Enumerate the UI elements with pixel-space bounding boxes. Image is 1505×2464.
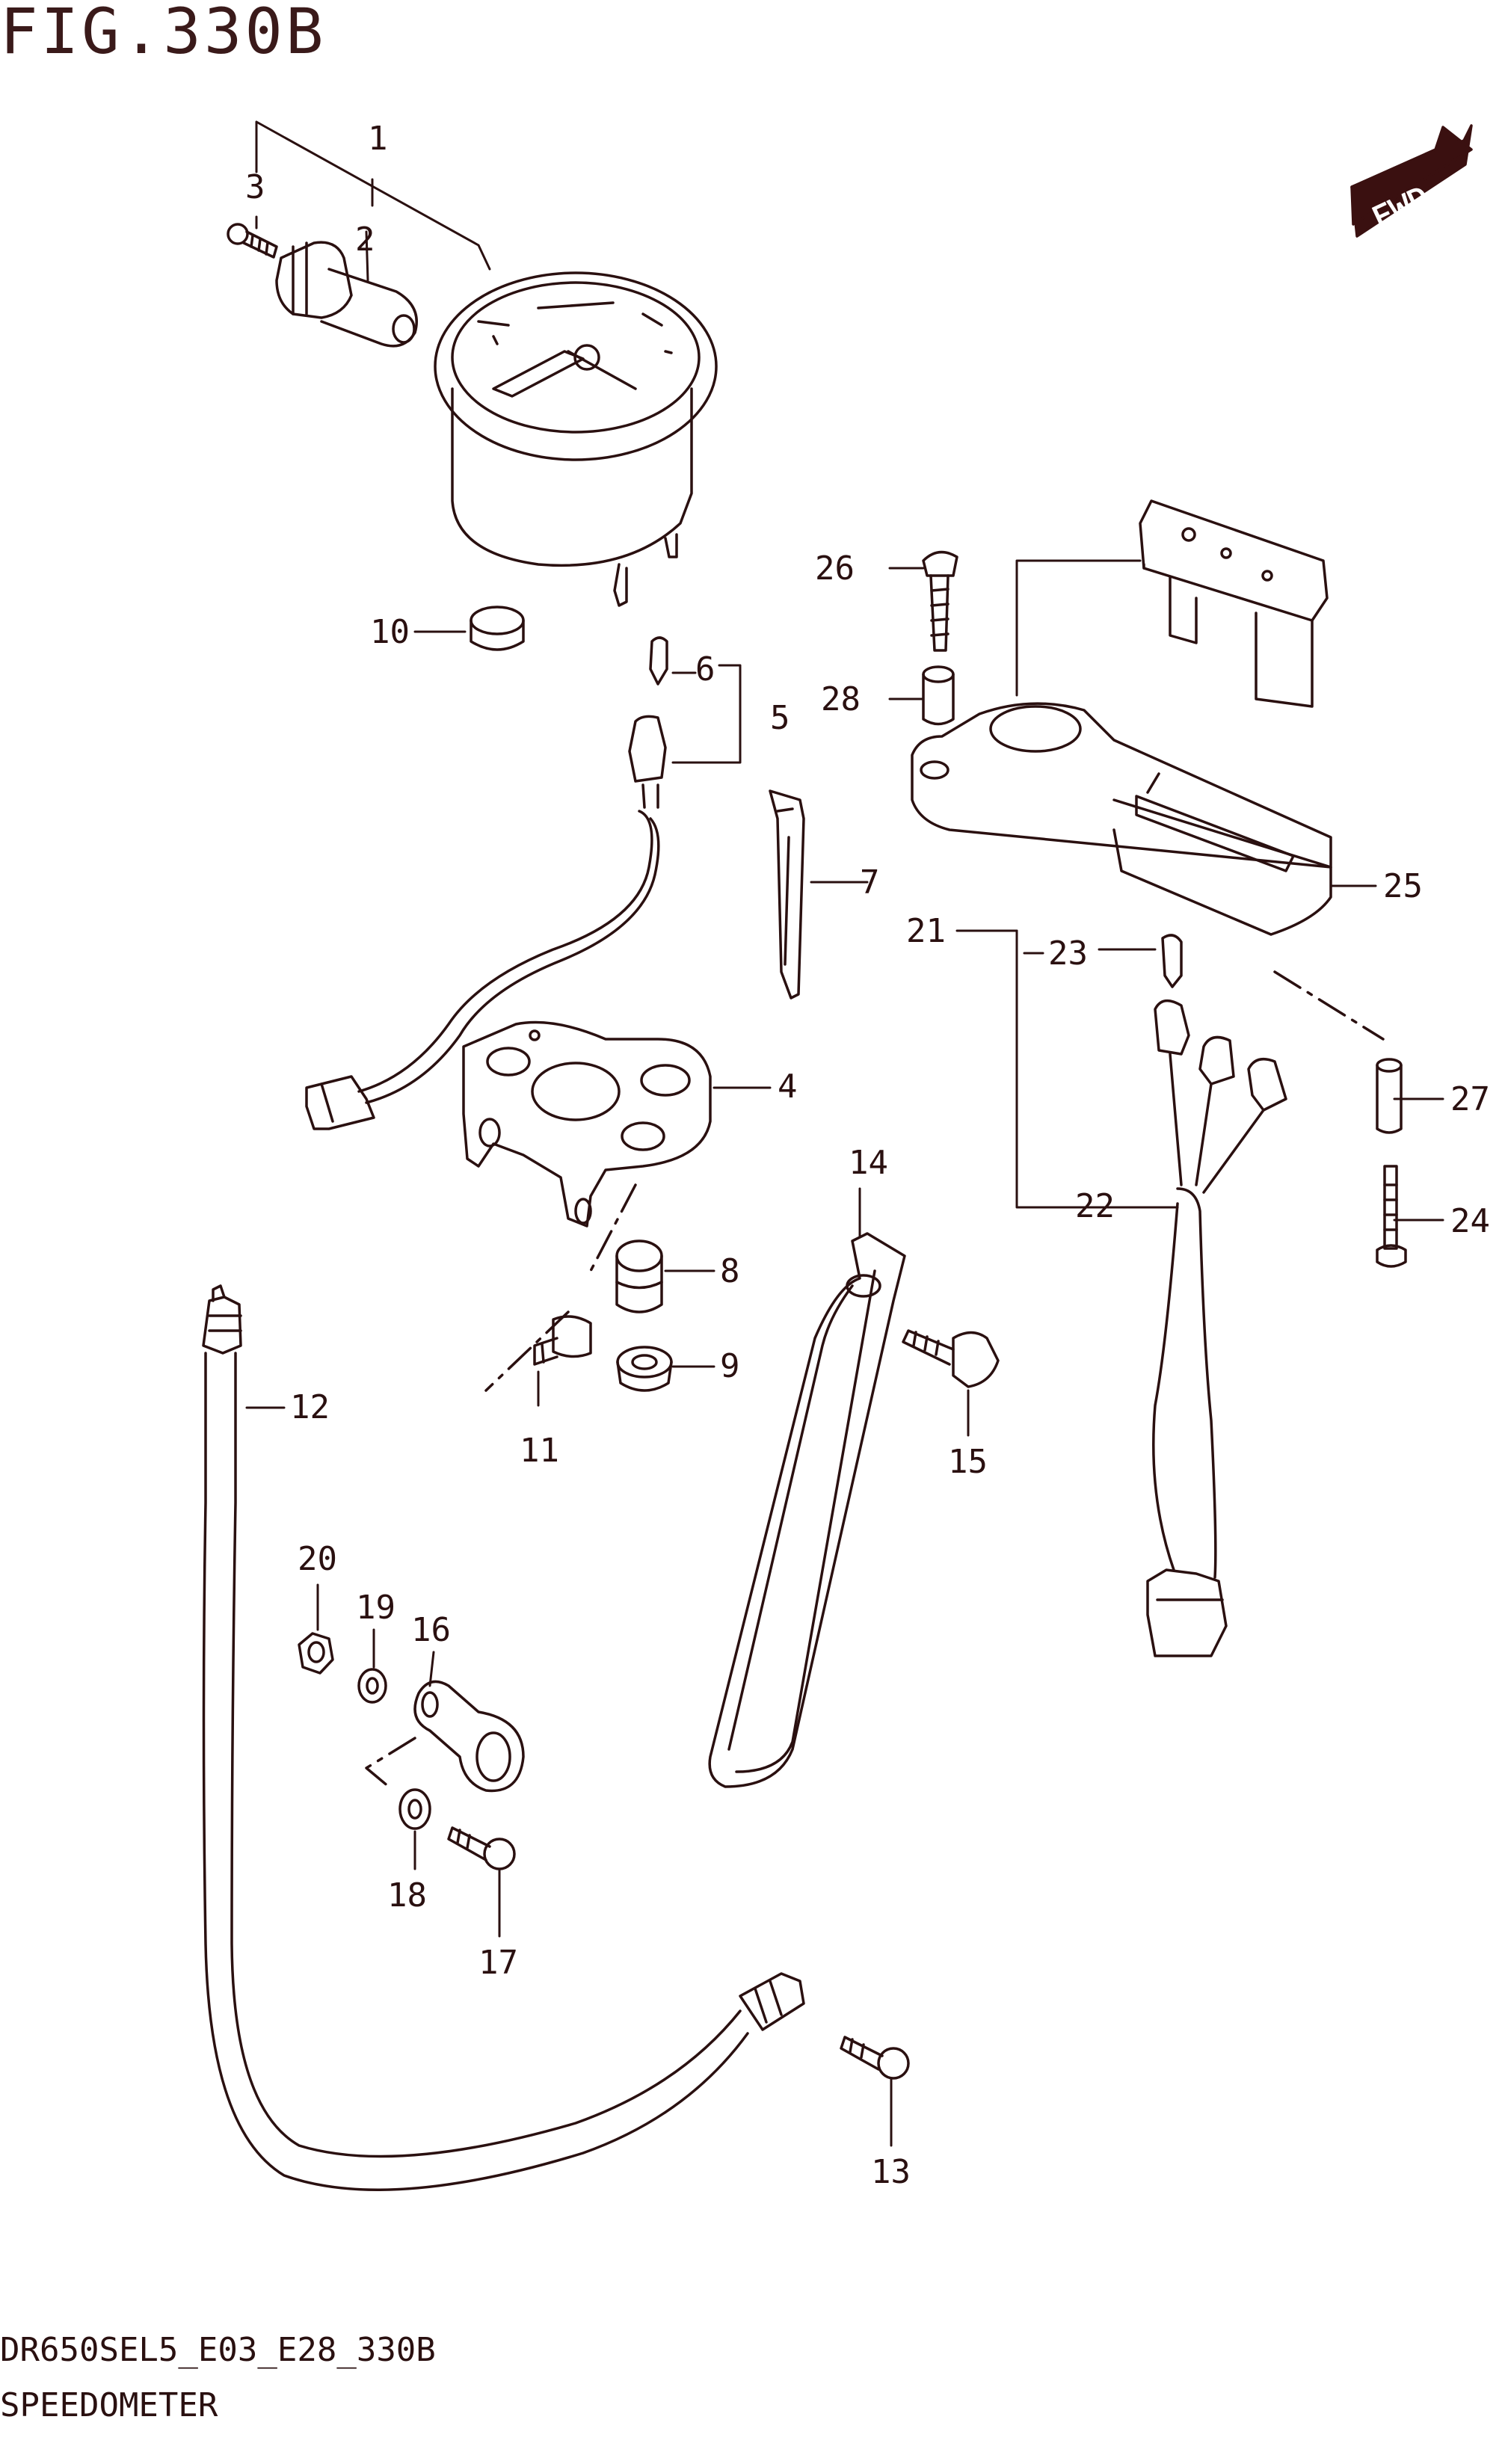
callout-13: 13 bbox=[871, 2153, 911, 2191]
screw-part bbox=[227, 223, 278, 259]
bulb-part bbox=[649, 636, 668, 686]
indicator-housing-part bbox=[911, 702, 1332, 936]
cable-screw-part bbox=[840, 2036, 910, 2080]
callout-20: 20 bbox=[298, 1540, 337, 1578]
callout-5: 5 bbox=[770, 699, 790, 737]
leader-dashdot-right bbox=[1273, 970, 1385, 1041]
callout-25: 25 bbox=[1383, 867, 1423, 905]
callout-numbers: 1 2 3 4 5 6 7 8 9 10 11 12 13 14 15 16 1… bbox=[245, 120, 1490, 2191]
cable-guide-part bbox=[708, 1232, 906, 1788]
callout-27: 27 bbox=[1450, 1080, 1490, 1118]
callout-11: 11 bbox=[520, 1432, 559, 1470]
fwd-arrow-icon: FWD bbox=[1350, 124, 1473, 239]
indicator-case-part bbox=[1139, 499, 1329, 708]
cable-clamp-part bbox=[413, 1680, 525, 1793]
clamp-screw-part bbox=[447, 1826, 516, 1870]
section-name: SPEEDOMETER bbox=[0, 2386, 218, 2424]
callout-8: 8 bbox=[720, 1252, 740, 1290]
meter-bracket-part bbox=[462, 1020, 712, 1228]
callout-2: 2 bbox=[355, 221, 375, 259]
spacer-part bbox=[1376, 1058, 1403, 1134]
callout-6: 6 bbox=[695, 650, 715, 689]
bulb-socket-part bbox=[275, 241, 418, 348]
callout-23: 23 bbox=[1048, 934, 1088, 973]
leader-dashdot-clamp bbox=[365, 1737, 416, 1788]
bolt-part bbox=[533, 1315, 592, 1366]
leader-dashdot bbox=[484, 1183, 637, 1392]
guide-bolt-part bbox=[902, 1329, 1000, 1388]
callout-22: 22 bbox=[1075, 1187, 1115, 1225]
callout-1: 1 bbox=[368, 120, 388, 158]
callout-10: 10 bbox=[370, 613, 410, 651]
cable-tie-part bbox=[769, 789, 805, 1000]
speedometer-assembly bbox=[434, 271, 718, 607]
callout-7: 7 bbox=[860, 863, 880, 902]
nut-part bbox=[616, 1346, 673, 1392]
washer-part bbox=[398, 1788, 431, 1830]
leader-lines bbox=[245, 120, 1444, 2147]
callout-16: 16 bbox=[411, 1611, 451, 1649]
hex-nut-part bbox=[298, 1632, 334, 1675]
callout-4: 4 bbox=[778, 1068, 798, 1106]
washer-small-part bbox=[357, 1668, 387, 1704]
callout-9: 9 bbox=[720, 1347, 740, 1385]
spacer-screw-part bbox=[1376, 1165, 1407, 1268]
callout-19: 19 bbox=[356, 1589, 396, 1627]
callout-26: 26 bbox=[815, 549, 855, 588]
callout-18: 18 bbox=[387, 1876, 427, 1915]
speedometer-cable-part bbox=[202, 1284, 805, 2191]
cushion-part bbox=[615, 1239, 663, 1313]
figure-title: FIG.330B bbox=[0, 0, 327, 68]
callout-21: 21 bbox=[906, 912, 946, 950]
case-spacer-part bbox=[922, 665, 955, 726]
indicator-harness-part bbox=[1146, 999, 1287, 1657]
callout-15: 15 bbox=[948, 1443, 988, 1481]
indicator-bulb-part bbox=[1161, 934, 1183, 988]
model-code: DR650SEL5_E03_E28_330B bbox=[0, 2331, 436, 2369]
callout-3: 3 bbox=[245, 168, 265, 206]
callout-12: 12 bbox=[290, 1388, 330, 1426]
callout-24: 24 bbox=[1450, 1202, 1490, 1240]
case-screw-part bbox=[922, 550, 958, 652]
callout-14: 14 bbox=[849, 1144, 888, 1182]
cap-part bbox=[470, 606, 525, 651]
callout-17: 17 bbox=[478, 1944, 518, 1982]
lamp-harness-part bbox=[305, 715, 667, 1130]
callout-28: 28 bbox=[821, 680, 861, 718]
